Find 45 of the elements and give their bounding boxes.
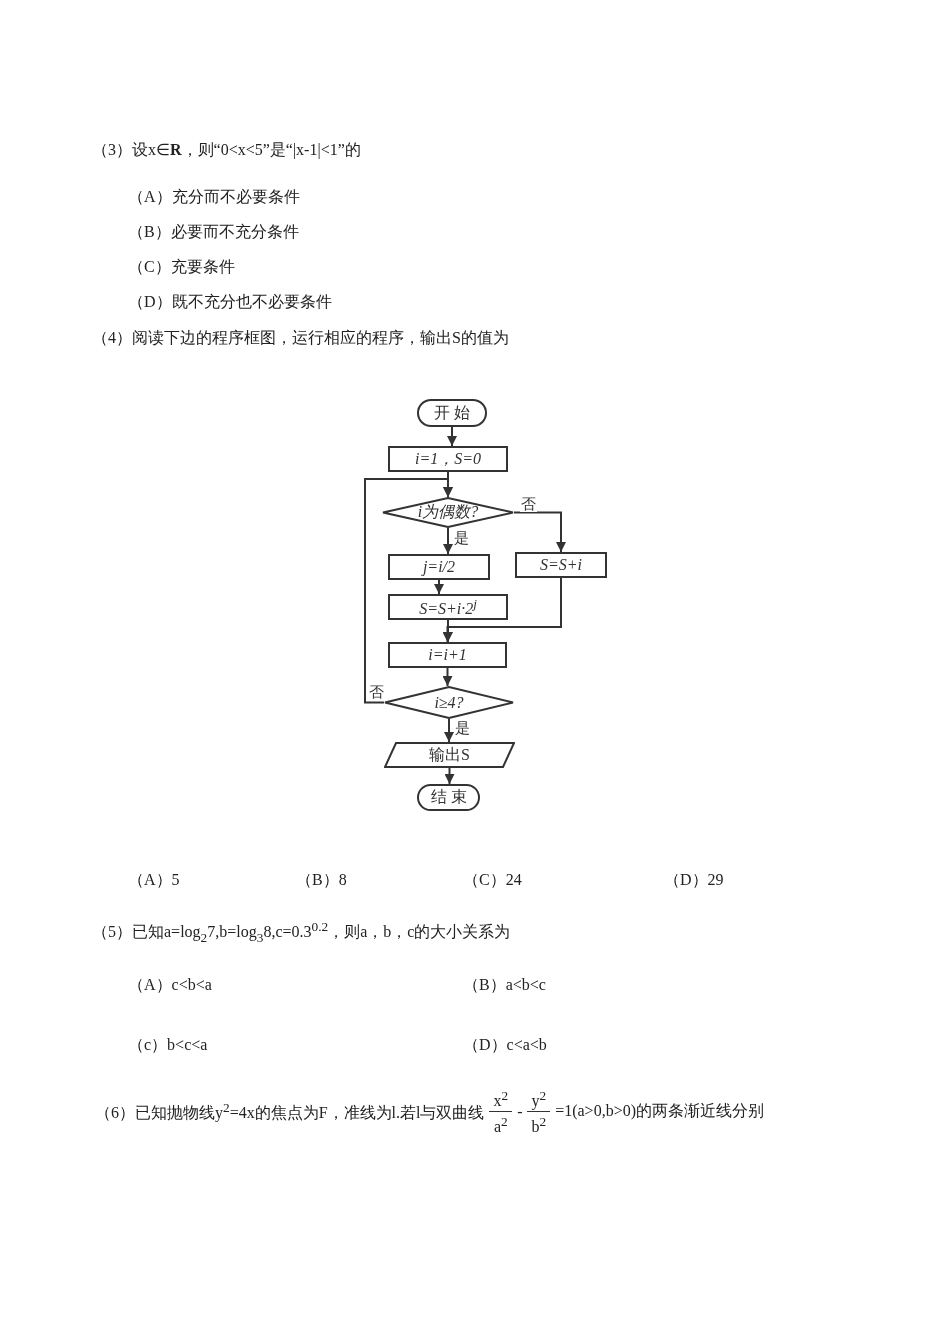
- output-parallelogram: 输出S: [384, 742, 515, 768]
- option-text: （C）24: [463, 870, 522, 890]
- arrow: [442, 667, 453, 687]
- question-text: （4）阅读下边的程序框图，运行相应的程序，输出S的值为: [92, 328, 509, 348]
- option-text: （C）充要条件: [128, 257, 235, 277]
- option-text: （D）29: [664, 870, 724, 890]
- option-text: （A）c<b<a: [128, 975, 212, 995]
- arrow: [434, 579, 444, 595]
- decision-diamond: i为偶数?: [382, 497, 514, 528]
- option-text: （A）5: [128, 870, 180, 890]
- process-box: S=S+i·2$^{j}$: [388, 594, 508, 620]
- decision-diamond: i≥4?: [384, 686, 514, 719]
- arrow: [443, 527, 453, 555]
- question-text: （5）已知a=log$_{2}$7,b=log$_{3}$8,c=0.3$^{0.2}$，则a，b，c的大小关系为: [92, 918, 511, 947]
- option-text: （D）既不充分也不必要条件: [128, 292, 332, 312]
- arrow: [513, 511, 566, 553]
- option-text: （B）a<b<c: [463, 975, 546, 995]
- option-text: （B）8: [296, 870, 347, 890]
- arrow: [447, 426, 457, 447]
- fraction-numerator: y$^{2}$: [527, 1086, 551, 1113]
- formula-text: -: [517, 1102, 523, 1121]
- arrow: [444, 767, 455, 785]
- process-box: j=i/2: [388, 554, 490, 580]
- question-text: （3）设x∈R，则“0<x<5”是“|x-1|<1”的: [92, 140, 361, 160]
- edge-label: 是: [453, 530, 470, 546]
- option-text: （A）充分而不必要条件: [128, 187, 300, 207]
- option-text: （B）必要而不充分条件: [128, 222, 299, 242]
- edge-label: 否: [520, 496, 537, 512]
- terminal-box: 开 始: [417, 399, 487, 427]
- arrow: [364, 478, 453, 704]
- terminal-box: 结 束: [417, 784, 480, 811]
- fraction-denominator: a$^{2}$: [493, 1113, 508, 1138]
- option-text: （c）b<c<a: [128, 1035, 208, 1055]
- process-box: i=i+1: [388, 642, 507, 668]
- process-box: S=S+i: [515, 552, 607, 578]
- arrow: [444, 718, 454, 743]
- question-text: （6）已知抛物线y$^{2}$=4x的焦点为F，准线为l.若l与双曲线: [95, 1099, 485, 1124]
- edge-label: 是: [454, 720, 471, 736]
- fraction-denominator: b$^{2}$: [531, 1113, 547, 1138]
- fraction-numerator: x$^{2}$: [489, 1086, 513, 1113]
- arrow: [442, 577, 562, 643]
- process-box: i=1，S=0: [388, 446, 508, 472]
- edge-label: 否: [368, 684, 385, 700]
- question-text: =1(a>0,b>0)的两条渐近线分别: [555, 1101, 764, 1122]
- option-text: （D）c<a<b: [463, 1035, 547, 1055]
